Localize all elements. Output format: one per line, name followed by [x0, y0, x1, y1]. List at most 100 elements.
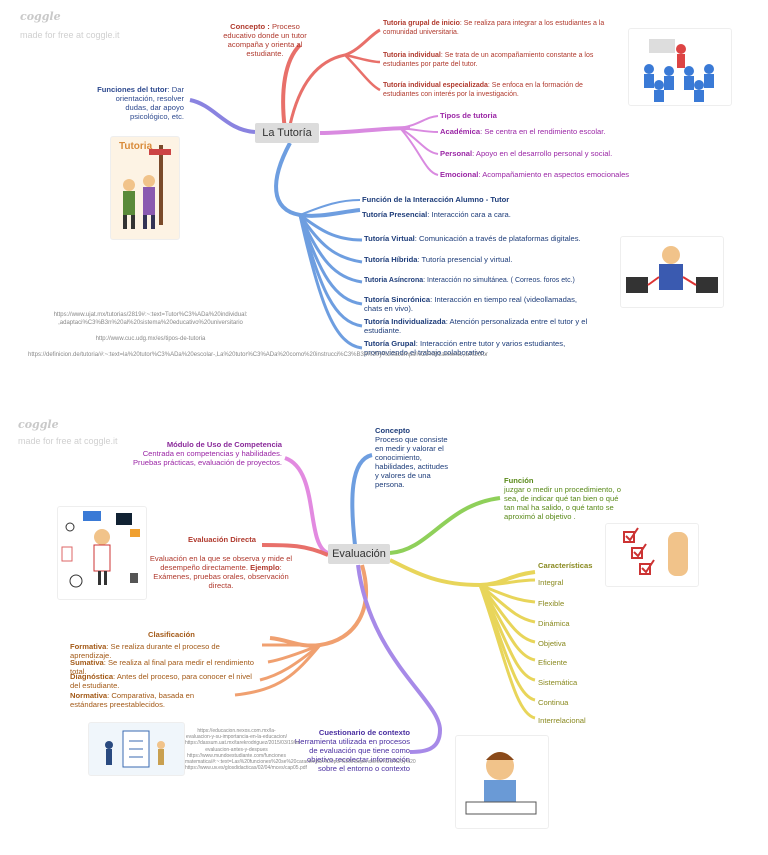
caract-eficiente[interactable]: Eficiente — [538, 658, 568, 667]
student-writing-illustration — [455, 735, 549, 829]
interaccion-individualizada[interactable]: Tutoría Individualizada: Atención person… — [364, 317, 600, 335]
tipo-academica[interactable]: Académica: Se centra en el rendimiento e… — [440, 127, 605, 136]
link-cuc[interactable]: http://www.cuc.udg.mx/es/tipos-de-tutori… — [95, 336, 206, 342]
tutoria-especializada-node[interactable]: Tutoría individual especializada: Se enf… — [383, 82, 618, 99]
tipo-emocional-value: : Acompañamiento en aspectos emocionales — [478, 170, 630, 179]
caract-continua[interactable]: Continua — [538, 698, 569, 707]
concepto-node[interactable]: Concepto : Proceso educativo donde un tu… — [220, 22, 310, 58]
tutoria-sign-illustration: Tutoria — [110, 136, 180, 240]
tutoria-grupal-title: Tutoria grupal de inicio — [383, 20, 460, 27]
clasif-diagnostica[interactable]: Diagnóstica: Antes del proceso, para con… — [70, 672, 260, 690]
interaccion-hibrida-key: Tutoría Híbrida — [364, 255, 418, 264]
clasif-formativa[interactable]: Formativa: Se realiza durante el proceso… — [70, 642, 260, 660]
directa-text2: : Exámenes, pruebas orales, observación … — [153, 563, 289, 590]
funcion-title: Función — [504, 476, 534, 485]
classroom-icon — [644, 39, 714, 102]
interaccion-sincronica-key: Tutoría Sincrónica — [364, 295, 431, 304]
interaccion-grupal[interactable]: Tutoría Grupal: Interacción entre tutor … — [364, 339, 600, 357]
interaccion-grupal-key: Tutoría Grupal — [364, 339, 416, 348]
caract-interrelacional[interactable]: Interrelacional — [538, 716, 586, 725]
clasif-diagnostica-key: Diagnóstica — [70, 672, 114, 681]
evaluation-tools-illustration — [57, 506, 147, 600]
interaccion-sincronica-value: : Interacción en tiempo real (videollama… — [364, 295, 577, 313]
caract-sistematica[interactable]: Sistemática — [538, 678, 578, 687]
modulo-title: Módulo de Uso de Competencia — [166, 440, 282, 449]
funcion-text: juzgar o medir un procedimiento, o sea, … — [504, 485, 621, 521]
clipboard-icon — [105, 730, 165, 768]
directa-text-node[interactable]: Evaluación en la que se observa y mide e… — [145, 554, 297, 590]
checklist-illustration — [605, 523, 699, 587]
cuestionario-title: Cuestionario de contexto — [318, 728, 410, 737]
clasificacion-title[interactable]: Clasificación — [148, 630, 195, 639]
clasif-normativa-value: : Comparativa, basada en estándares pree… — [70, 691, 195, 709]
interaccion-grupal-value: : Interacción entre tutor y varios estud… — [364, 339, 566, 357]
funciones-node[interactable]: Funciones del tutor: Dar orientación, re… — [92, 85, 184, 121]
checklist-icon — [623, 527, 688, 576]
questionnaire-illustration — [88, 722, 185, 776]
modulo-node[interactable]: Módulo de Uso de Competencia Centrada en… — [122, 440, 282, 467]
coggle-logo-2: coggle — [18, 418, 59, 431]
concepto-eval-text: Proceso que consiste en medir y valorar … — [375, 435, 449, 489]
clasif-normativa[interactable]: Normativa: Comparativa, basada en estánd… — [70, 691, 232, 709]
tutoria-especializada-title: Tutoría individual especializada — [383, 82, 488, 89]
tutoria-individual-text: : Se trata de un acompañamiento constant… — [383, 52, 594, 68]
tipo-personal-value: : Apoyo en el desarrollo personal y soci… — [472, 149, 613, 158]
tipos-title[interactable]: Tipos de tutoria — [440, 111, 497, 120]
interaccion-sincronica[interactable]: Tutoría Sincrónica: Interacción en tiemp… — [364, 295, 594, 313]
interaccion-title[interactable]: Función de la Interacción Alumno - Tutor — [362, 195, 510, 204]
directa-ejemplo: Ejemplo — [250, 563, 280, 572]
concepto-title: Concepto : — [230, 22, 270, 31]
online-tutor-illustration — [620, 236, 724, 308]
coggle-watermark-2: made for free at coggle.it — [18, 436, 118, 446]
funcion-node[interactable]: Función juzgar o medir un procedimiento,… — [504, 476, 622, 521]
tipo-personal-key: Personal — [440, 149, 473, 158]
funciones-title: Funciones del tutor — [97, 85, 168, 94]
link-definicion[interactable]: https://definicion.de/tutoria/#:~:text=l… — [28, 352, 488, 358]
cuestionario-text: Herramienta utilizada en procesos de eva… — [294, 737, 410, 773]
clasif-sumativa-value: : Se realiza al final para medir el rend… — [70, 658, 255, 676]
tutoria-especializada-text: : Se enfoca en la formación de estudiant… — [383, 82, 583, 98]
interaccion-virtual-value: : Comunicación a través de plataformas d… — [414, 234, 581, 243]
tutoria-individual-node[interactable]: Tutoria individual: Se trata de un acomp… — [383, 52, 618, 69]
coggle-logo: coggle — [20, 10, 61, 23]
caract-dinamica[interactable]: Dinámica — [538, 619, 570, 628]
link-ujat[interactable]: https://www.ujat.mx/tutorias/2819#:~:tex… — [53, 312, 248, 326]
clasif-sumativa-key: Sumativa — [70, 658, 104, 667]
interaccion-asincrona[interactable]: Tutoria Asíncrona: Interacción no simult… — [364, 276, 604, 285]
caracteristicas-title[interactable]: Características — [538, 561, 593, 570]
interaccion-presencial-key: Tutoría Presencial — [362, 210, 428, 219]
interaccion-presencial[interactable]: Tutoría Presencial: Interacción cara a c… — [362, 210, 602, 219]
tipo-personal[interactable]: Personal: Apoyo en el desarrollo persona… — [440, 149, 612, 158]
directa-title[interactable]: Evaluación Directa — [188, 535, 256, 544]
tutoria-grupal-text: : Se realiza para integrar a los estudia… — [383, 20, 605, 36]
concepto-eval-node[interactable]: Concepto Proceso que consiste en medir y… — [375, 426, 450, 489]
interaccion-virtual[interactable]: Tutoría Virtual: Comunicación a través d… — [364, 234, 604, 243]
evaluacion-links[interactable]: https://educacion.nexos.com.mx/la-evalua… — [185, 728, 416, 772]
interaccion-asincrona-key: Tutoria Asíncrona — [364, 277, 424, 284]
cuestionario-node[interactable]: Cuestionario de contexto Herramienta uti… — [288, 728, 410, 773]
caract-flexible[interactable]: Flexible — [538, 599, 565, 608]
tutoria-grupal-node[interactable]: Tutoria grupal de inicio: Se realiza par… — [383, 20, 618, 37]
interaccion-asincrona-value: : Interacción no simultánea. ( Correos. … — [423, 277, 575, 284]
central-node-tutoria[interactable]: La Tutoría — [255, 123, 319, 143]
central-node-evaluacion[interactable]: Evaluación — [328, 544, 390, 564]
concepto-eval-title: Concepto — [375, 426, 411, 435]
tipo-academica-value: : Se centra en el rendimiento escolar. — [480, 127, 606, 136]
directa-text: Evaluación en la que se observa y mide e… — [149, 554, 293, 572]
clasif-diagnostica-value: : Antes del proceso, para conocer el niv… — [70, 672, 252, 690]
map1-branches — [189, 28, 439, 350]
concepto-text: Proceso educativo donde un tutor acompañ… — [223, 22, 307, 58]
interaccion-individualizada-key: Tutoría Individualizada — [364, 317, 446, 326]
evaluation-tools-icon — [61, 511, 140, 588]
clasif-normativa-key: Normativa — [70, 691, 108, 700]
tutoria-sign-label: Tutoria — [119, 141, 153, 152]
tutoria-individual-title: Tutoria individual — [383, 52, 441, 59]
tipo-emocional[interactable]: Emocional: Acompañamiento en aspectos em… — [440, 170, 629, 179]
student-writing-icon — [465, 752, 537, 815]
interaccion-presencial-value: : Interacción cara a cara. — [427, 210, 511, 219]
clasif-sumativa[interactable]: Sumativa: Se realiza al final para medir… — [70, 658, 270, 676]
caract-objetiva[interactable]: Objetiva — [538, 639, 566, 648]
caract-integral[interactable]: Integral — [538, 578, 564, 587]
clasif-formativa-value: : Se realiza durante el proceso de apren… — [70, 642, 220, 660]
interaccion-hibrida[interactable]: Tutoría Híbrida: Tutoría presencial y vi… — [364, 255, 604, 264]
